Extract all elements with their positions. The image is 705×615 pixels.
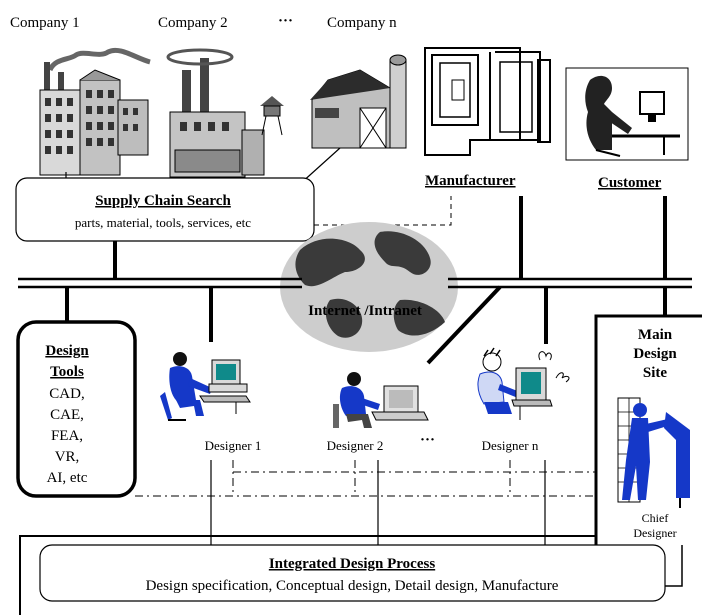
- supply-chain-box: [15, 177, 315, 242]
- customer-label: Customer: [598, 175, 662, 191]
- integrated-process-subtitle: Design specification, Conceptual design,…: [146, 578, 559, 594]
- tool-item: AI, etc: [47, 470, 88, 486]
- process-links: [210, 460, 546, 545]
- supply-chain-title: Supply Chain Search: [95, 193, 231, 209]
- barn-icon: [310, 54, 407, 149]
- tool-item: VR,: [55, 449, 80, 465]
- process-outer-frame: [19, 535, 596, 615]
- designer-1-label: Designer 1: [205, 438, 262, 453]
- design-tools-box: [16, 320, 137, 498]
- main-site-line-1: Main: [638, 327, 673, 343]
- tool-item: CAD,: [49, 386, 84, 402]
- designer-2-icon: [333, 372, 429, 428]
- designer-n-icon: [477, 347, 570, 420]
- company-n-label: Company n: [327, 15, 397, 31]
- company-ellipsis: ···: [278, 13, 293, 29]
- chief-designer-icon: [617, 397, 690, 508]
- company-1-label: Company 1: [10, 15, 80, 31]
- manufacturer-machine-icon: [424, 47, 551, 156]
- supply-chain-subtitle: parts, material, tools, services, etc: [75, 215, 251, 230]
- design-tools-title-1: Design: [45, 343, 89, 359]
- company-2-label: Company 2: [158, 15, 228, 31]
- main-site-line-2: Design: [633, 346, 677, 362]
- collaboration-links: [135, 460, 596, 497]
- customer-icon: [565, 67, 689, 161]
- chief-designer-line-2: Designer: [633, 526, 676, 540]
- designer-ellipsis: ···: [420, 432, 435, 448]
- main-site-line-3: Site: [643, 365, 668, 381]
- network-label: Internet /Intranet: [308, 303, 422, 319]
- chief-designer-line-1: Chief: [642, 511, 669, 525]
- designer-2-label: Designer 2: [327, 438, 384, 453]
- factory-1-icon: [39, 47, 151, 176]
- design-tools-title-2: Tools: [50, 364, 84, 380]
- supply-manufacturer-dashed-link: [314, 196, 452, 226]
- tool-item: CAE,: [50, 407, 84, 423]
- chief-to-process-link: [665, 545, 683, 587]
- bus-connectors: [65, 196, 667, 365]
- manufacturer-label: Manufacturer: [425, 173, 516, 189]
- integrated-process-box: [39, 544, 666, 602]
- globe-icon: [280, 222, 458, 352]
- designer-n-label: Designer n: [482, 438, 539, 453]
- integrated-process-title: Integrated Design Process: [269, 556, 436, 572]
- main-site-frame: [594, 314, 702, 545]
- factory-2-icon: [166, 48, 284, 178]
- tool-item: FEA,: [51, 428, 83, 444]
- designer-1-icon: [160, 352, 251, 421]
